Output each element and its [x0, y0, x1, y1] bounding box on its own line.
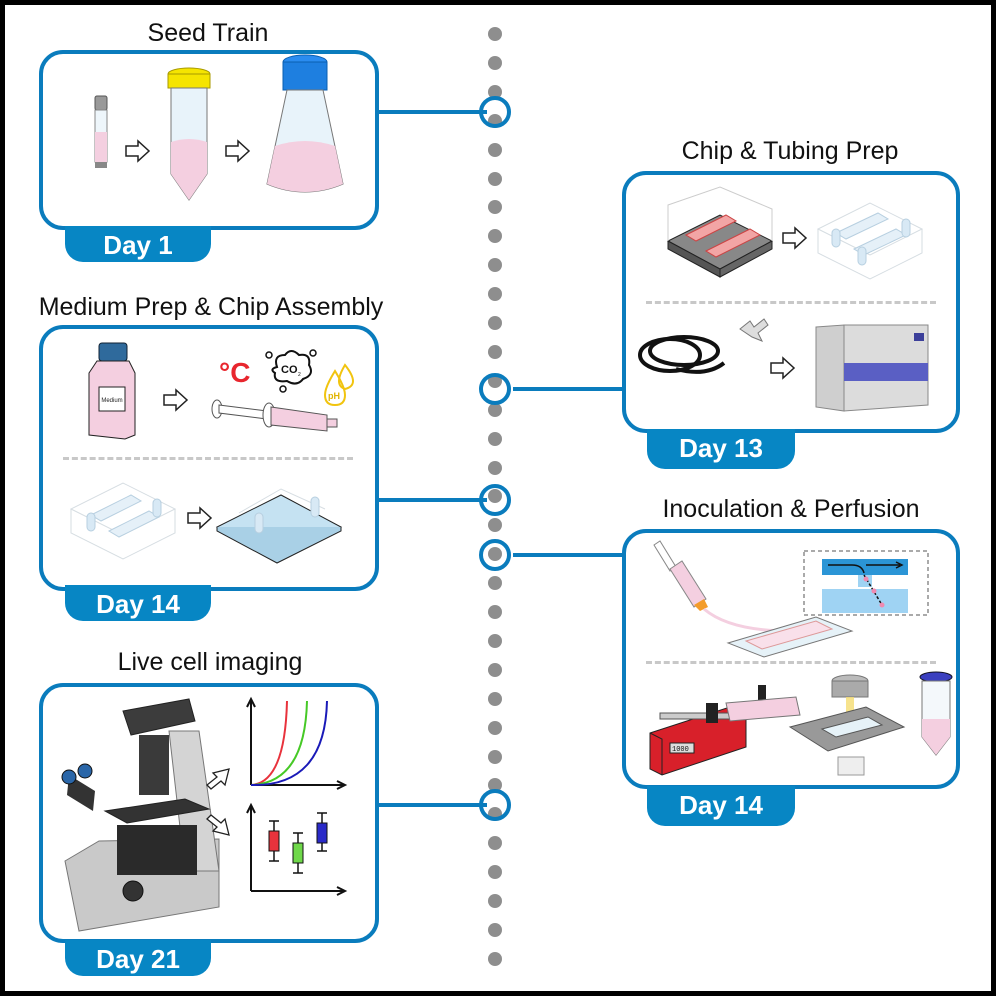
timeline-dot [488, 27, 502, 41]
timeline-dot [488, 865, 502, 880]
cryovial-icon [94, 95, 108, 168]
timeline-dot [488, 518, 502, 533]
pdms-chip-icon [816, 202, 924, 280]
timeline-dot [488, 662, 502, 677]
timeline-figure: Seed Train Day 1 Chip & Tubing Prep [5, 5, 991, 991]
arrow-up-right-icon [206, 768, 230, 790]
connector-seed-train [379, 110, 487, 114]
day-badge-21: Day 21 [65, 940, 211, 976]
microscope-stage-icon [788, 674, 906, 776]
trap-zoom-inset-icon [803, 550, 929, 616]
timeline-dot [488, 576, 502, 591]
stage-panel-seed-train [39, 50, 379, 230]
timeline-dot [488, 633, 502, 648]
timeline-dot [488, 229, 502, 244]
pdms-mold-icon [666, 186, 774, 278]
arrow-right-icon [225, 139, 251, 163]
pdms-chip-icon [69, 482, 177, 560]
timeline-dot [488, 605, 502, 619]
arrow-right-icon [187, 506, 213, 530]
syringe-pump-icon: 1000 [649, 685, 801, 776]
arrow-right-icon [125, 139, 151, 163]
arrow-right-icon [770, 356, 796, 380]
growth-curve-chart-icon [246, 696, 348, 790]
timeline-dot [488, 922, 502, 937]
connector-medium-prep [379, 498, 487, 502]
timeline-dot [488, 316, 502, 330]
erlenmeyer-flask-icon [266, 54, 344, 193]
stage-panel-chip-tubing-prep [622, 171, 960, 433]
co2-label: CO [281, 364, 298, 376]
timeline-marker-inoculation-perfusion [479, 539, 511, 571]
bonded-chip-icon [215, 488, 343, 564]
timeline-dot [488, 142, 502, 157]
timeline-dot [488, 460, 502, 475]
timeline-dot [488, 55, 502, 70]
stage-panel-inoculation-perfusion: 1000 [622, 529, 960, 789]
timeline-dot [488, 778, 502, 793]
medium-bottle-icon: Medium [88, 342, 136, 440]
timeline-dot [488, 836, 502, 851]
arrow-right-icon [782, 226, 808, 250]
day-badge-1: Day 1 [65, 226, 211, 262]
boxplot-chart-icon [246, 802, 348, 896]
timeline-dot [488, 951, 502, 966]
timeline-dot [488, 344, 502, 359]
stage-title-medium-prep: Medium Prep & Chip Assembly [38, 293, 384, 321]
timeline-dot [488, 258, 502, 273]
day-badge-14-inoculation: Day 14 [647, 786, 795, 826]
medium-bottle-label: Medium [101, 398, 122, 404]
co2-icon: CO 2 [265, 349, 317, 393]
timeline-dot [488, 200, 502, 215]
stage-panel-medium-prep: Medium °C CO 2 pH [39, 325, 379, 591]
microfluidic-chip-icon [726, 616, 854, 658]
timeline-dot [488, 84, 502, 99]
stage-title-chip-tubing-prep: Chip & Tubing Prep [681, 137, 899, 165]
inverted-microscope-icon [61, 698, 220, 932]
stage-title-live-cell-imaging: Live cell imaging [117, 648, 303, 676]
timeline-dot [488, 402, 502, 417]
conical-tube-icon [167, 67, 211, 201]
timeline-dot [488, 431, 502, 446]
stage-title-inoculation-perfusion: Inoculation & Perfusion [662, 495, 920, 523]
timeline-dot [488, 287, 502, 302]
section-divider [63, 457, 353, 460]
connector-inoculation-perfusion [513, 553, 625, 557]
timeline-dot [488, 749, 502, 764]
stage-panel-live-cell-imaging [39, 683, 379, 943]
connector-live-cell-imaging [379, 803, 487, 807]
timeline-dot [488, 691, 502, 706]
day-badge-13: Day 13 [647, 429, 795, 469]
pump-display-readout: 1000 [672, 746, 689, 754]
timeline-marker-chip-tubing-prep [479, 373, 511, 405]
arrow-right-icon [163, 388, 189, 412]
arrow-down-right-icon [206, 814, 230, 836]
stage-title-seed-train: Seed Train [147, 19, 269, 47]
temperature-icon: °C [219, 357, 251, 388]
timeline-dot [488, 894, 502, 908]
ph-label: pH [328, 391, 340, 401]
connectors-icon [739, 318, 769, 342]
co2-subscript: 2 [298, 372, 301, 378]
syringe-icon [211, 399, 338, 432]
waste-tube-icon [919, 671, 953, 756]
tubing-icon [638, 335, 726, 374]
section-divider [646, 301, 936, 304]
connector-chip-tubing-prep [513, 387, 623, 391]
ph-drop-icon: pH [323, 363, 355, 407]
timeline-dot [488, 720, 502, 735]
day-badge-14-medium: Day 14 [65, 585, 211, 621]
timeline-dot [488, 171, 502, 186]
autoclave-icon [815, 324, 929, 412]
section-divider [646, 661, 936, 664]
